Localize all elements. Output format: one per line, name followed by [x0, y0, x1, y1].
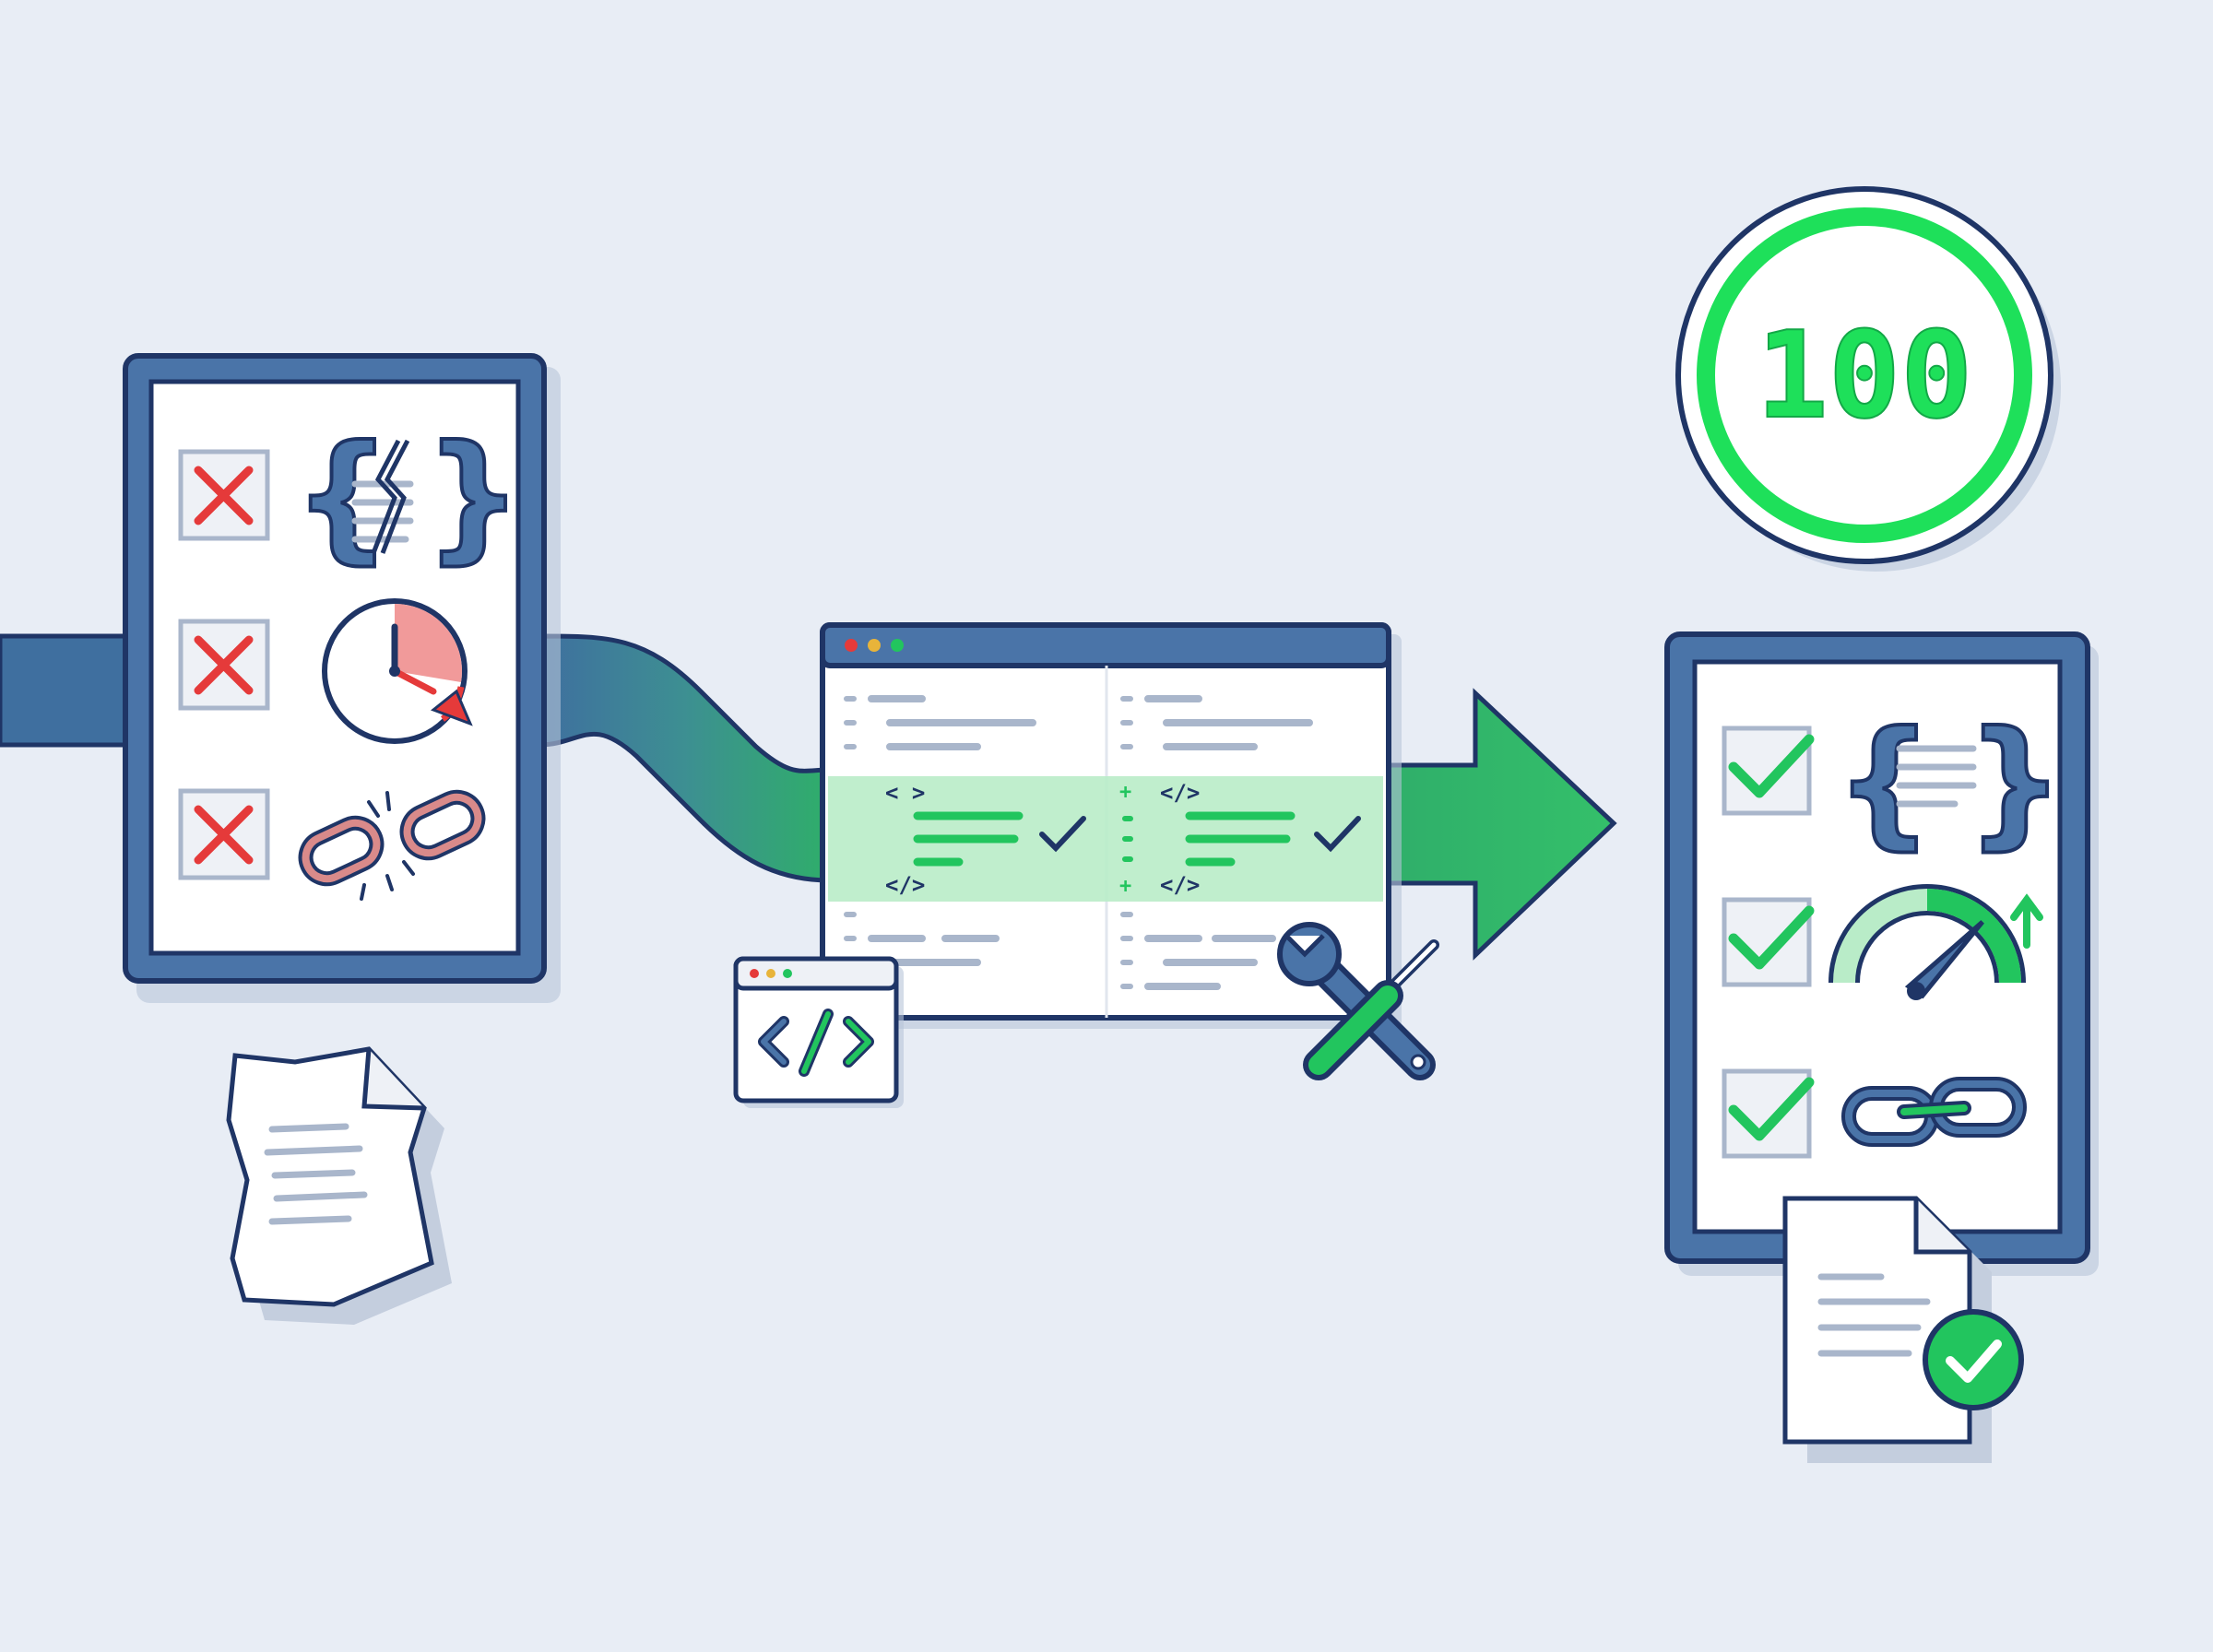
- diff-close-tag-right: </>: [1160, 872, 1200, 898]
- code-window-icon: [733, 956, 904, 1108]
- diff-window: < > </> + + </> </>: [820, 622, 1402, 1029]
- svg-text:+: +: [1119, 781, 1131, 804]
- red-x-icon: [178, 449, 270, 541]
- speedometer-icon: [1828, 884, 2043, 1000]
- clock-overdue-icon: [322, 598, 473, 744]
- svg-text:{: {: [293, 417, 392, 577]
- svg-text:+: +: [1119, 875, 1131, 898]
- score-badge: 100: [1675, 186, 2061, 572]
- diff-open-tag: < >: [885, 780, 925, 806]
- green-check-icon: [1722, 1068, 1815, 1159]
- svg-text:}: }: [1966, 702, 2065, 863]
- diff-close-tag: </>: [885, 872, 925, 898]
- score-value: 100: [1757, 305, 1973, 445]
- green-check-icon: [1722, 897, 1815, 987]
- broken-chain-icon: [298, 789, 486, 901]
- connected-chain-icon: [1841, 1077, 2027, 1147]
- green-check-icon: [1722, 726, 1815, 816]
- red-x-icon: [178, 788, 270, 880]
- diff-open-tag-right: </>: [1160, 780, 1200, 806]
- broken-braces-icon: { }: [291, 415, 525, 579]
- svg-text:}: }: [424, 417, 523, 577]
- crumpled-paper-icon: [226, 1046, 452, 1325]
- verified-document-icon: [1782, 1196, 2024, 1463]
- braces-icon: { }: [1833, 701, 2066, 865]
- after-panel: { }: [1664, 631, 2099, 1276]
- svg-text:{: {: [1835, 702, 1934, 863]
- red-x-icon: [178, 619, 270, 711]
- screwdriver-icon: [1303, 939, 1439, 1080]
- before-panel: { }: [123, 353, 561, 1003]
